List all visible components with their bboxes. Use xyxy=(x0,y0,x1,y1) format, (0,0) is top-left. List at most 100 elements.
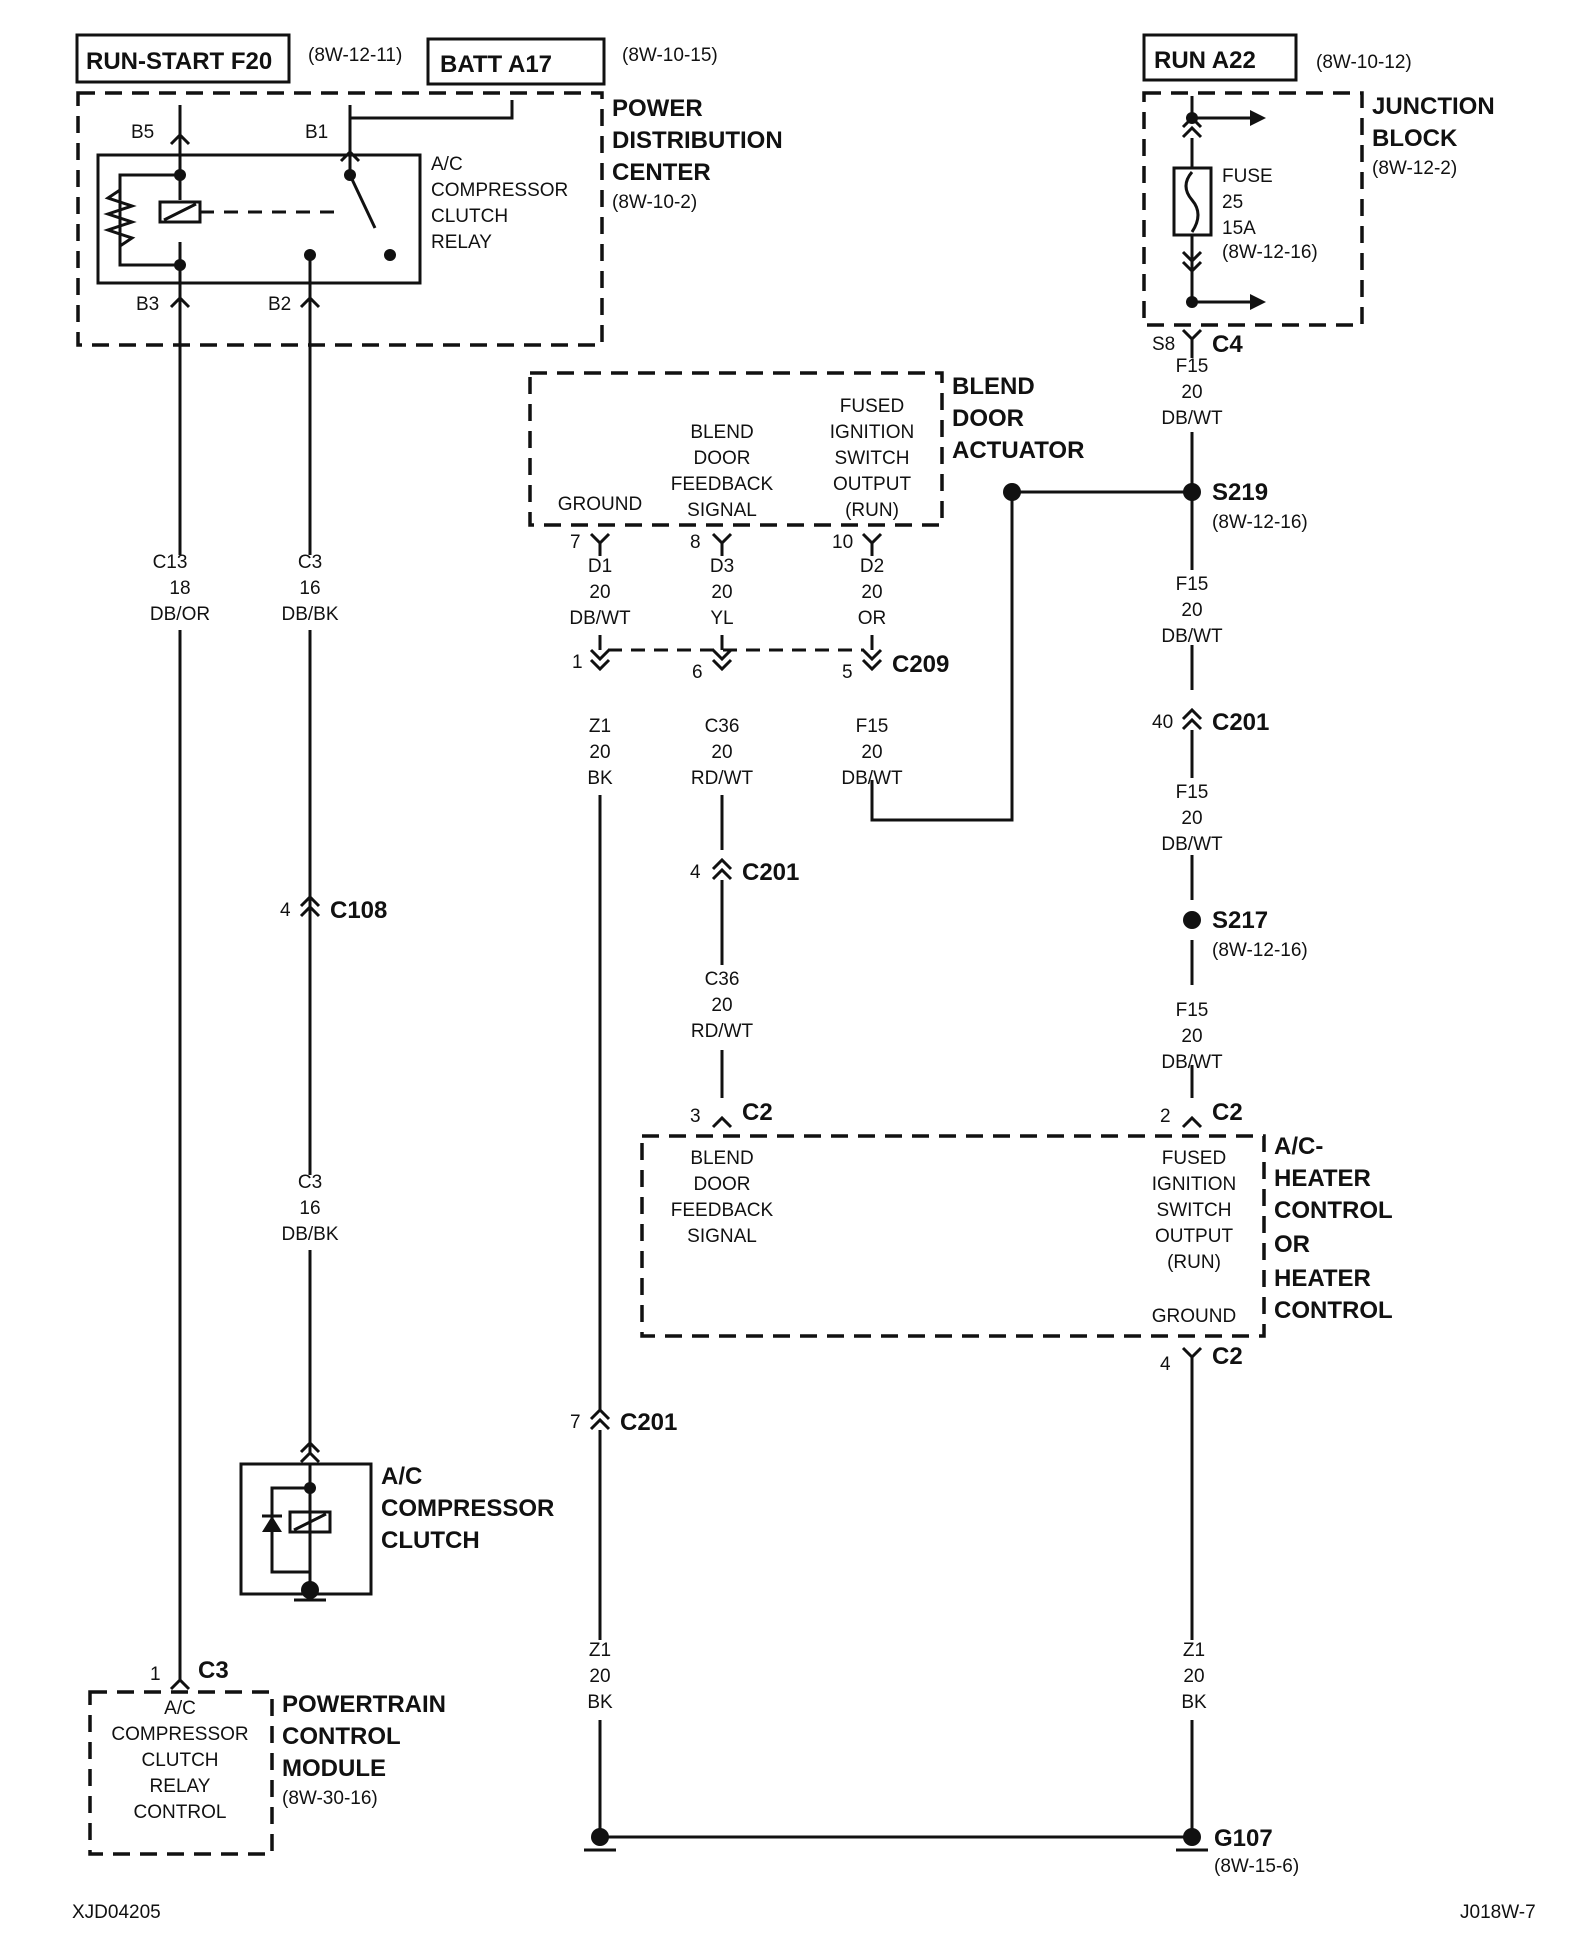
run-start-ref: (8W-12-11) xyxy=(308,45,402,66)
svg-text:BK: BK xyxy=(587,1692,613,1713)
svg-text:25: 25 xyxy=(1222,192,1243,213)
c2-label-right: C2 xyxy=(1212,1099,1243,1126)
svg-text:5: 5 xyxy=(842,662,853,683)
svg-text:20: 20 xyxy=(1181,382,1202,403)
svg-text:C13: C13 xyxy=(153,552,188,573)
c3-label: C3 xyxy=(198,1657,229,1684)
powertrain-control-module: 1 C3 A/C COMPRESSOR CLUTCH RELAY CONTROL… xyxy=(88,1657,446,1856)
svg-text:(8W-12-16): (8W-12-16) xyxy=(1212,940,1308,961)
c2-label-bottom: C2 xyxy=(1212,1343,1243,1370)
svg-text:20: 20 xyxy=(1181,808,1202,829)
svg-text:B3: B3 xyxy=(136,294,159,315)
svg-text:(8W-12-16): (8W-12-16) xyxy=(1212,512,1308,533)
svg-text:7: 7 xyxy=(570,1412,581,1433)
svg-text:F15: F15 xyxy=(1176,356,1209,377)
batt-ref: (8W-10-15) xyxy=(622,45,718,66)
svg-text:B2: B2 xyxy=(268,294,291,315)
c201-label-lower: C201 xyxy=(620,1409,677,1436)
svg-text:FEEDBACK: FEEDBACK xyxy=(671,1200,774,1221)
power-distribution-center: POWER DISTRIBUTION CENTER (8W-10-2) A/C … xyxy=(76,91,783,347)
svg-text:DISTRIBUTION: DISTRIBUTION xyxy=(612,127,783,154)
svg-text:DB/OR: DB/OR xyxy=(150,604,210,625)
svg-text:20: 20 xyxy=(861,582,882,603)
svg-text:CONTROL: CONTROL xyxy=(1274,1197,1393,1224)
run-start-label: RUN-START F20 xyxy=(86,48,272,75)
svg-text:A/C-: A/C- xyxy=(1274,1133,1323,1160)
c108-label: C108 xyxy=(330,897,387,924)
svg-text:RD/WT: RD/WT xyxy=(691,1021,754,1042)
run-label: RUN A22 xyxy=(1154,47,1256,74)
svg-text:BK: BK xyxy=(587,768,613,789)
svg-text:20: 20 xyxy=(589,582,610,603)
c201-label-right: C201 xyxy=(1212,709,1269,736)
svg-text:OR: OR xyxy=(858,608,887,629)
svg-text:20: 20 xyxy=(589,742,610,763)
svg-text:BLOCK: BLOCK xyxy=(1372,125,1458,152)
svg-text:A/C: A/C xyxy=(164,1698,196,1719)
svg-text:CLUTCH: CLUTCH xyxy=(141,1750,218,1771)
svg-text:RELAY: RELAY xyxy=(431,232,492,253)
svg-text:C3: C3 xyxy=(298,552,322,573)
svg-text:OUTPUT: OUTPUT xyxy=(1155,1226,1234,1247)
svg-text:HEATER: HEATER xyxy=(1274,1265,1371,1292)
svg-text:1: 1 xyxy=(150,1664,161,1685)
run-a22-box: RUN A22 xyxy=(1142,33,1298,82)
ac-heater-control: BLEND DOOR FEEDBACK SIGNAL FUSED IGNITIO… xyxy=(640,1133,1393,1338)
svg-text:A/C: A/C xyxy=(431,154,463,175)
svg-text:Z1: Z1 xyxy=(589,716,611,737)
svg-text:C36: C36 xyxy=(705,969,740,990)
svg-text:(8W-30-16): (8W-30-16) xyxy=(282,1788,378,1809)
svg-text:GROUND: GROUND xyxy=(558,494,642,515)
svg-text:SIGNAL: SIGNAL xyxy=(687,1226,757,1247)
ac-compressor-clutch: A/C COMPRESSOR CLUTCH xyxy=(239,1441,554,1602)
svg-text:10: 10 xyxy=(832,532,853,553)
svg-text:15A: 15A xyxy=(1222,218,1256,239)
svg-text:FUSE: FUSE xyxy=(1222,166,1273,187)
svg-text:BK: BK xyxy=(1181,1692,1207,1713)
svg-text:B5: B5 xyxy=(131,122,154,143)
svg-text:CLUTCH: CLUTCH xyxy=(431,206,508,227)
batt-a17-box: BATT A17 xyxy=(426,37,606,86)
c209-connector: 1 6 5 C209 xyxy=(572,635,949,683)
svg-text:20: 20 xyxy=(711,582,732,603)
svg-text:S217: S217 xyxy=(1212,907,1268,934)
svg-text:16: 16 xyxy=(299,1198,320,1219)
svg-text:D1: D1 xyxy=(588,556,612,577)
svg-text:4: 4 xyxy=(1160,1354,1171,1375)
svg-text:C3: C3 xyxy=(298,1172,322,1193)
svg-text:COMPRESSOR: COMPRESSOR xyxy=(111,1724,248,1745)
svg-text:BLEND: BLEND xyxy=(690,1148,753,1169)
svg-text:16: 16 xyxy=(299,578,320,599)
svg-text:FUSED: FUSED xyxy=(1162,1148,1226,1169)
svg-text:(8W-12-16): (8W-12-16) xyxy=(1222,242,1318,263)
svg-text:CLUTCH: CLUTCH xyxy=(381,1527,480,1554)
svg-text:3: 3 xyxy=(690,1106,701,1127)
batt-label: BATT A17 xyxy=(440,51,552,78)
svg-text:7: 7 xyxy=(570,532,581,553)
svg-text:C36: C36 xyxy=(705,716,740,737)
svg-text:F15: F15 xyxy=(1176,782,1209,803)
c201-label-mid: C201 xyxy=(742,859,799,886)
svg-text:YL: YL xyxy=(710,608,733,629)
run-start-f20-box: RUN-START F20 xyxy=(75,33,291,84)
svg-text:DB/WT: DB/WT xyxy=(1161,834,1223,855)
svg-text:DOOR: DOOR xyxy=(952,405,1024,432)
svg-text:DB/WT: DB/WT xyxy=(841,768,903,789)
svg-text:20: 20 xyxy=(711,995,732,1016)
svg-text:F15: F15 xyxy=(1176,1000,1209,1021)
svg-text:(RUN): (RUN) xyxy=(1167,1252,1221,1273)
svg-text:A/C: A/C xyxy=(381,1463,422,1490)
svg-text:20: 20 xyxy=(1181,1026,1202,1047)
svg-text:DB/WT: DB/WT xyxy=(569,608,631,629)
svg-text:20: 20 xyxy=(711,742,732,763)
relay-symbol xyxy=(103,100,514,345)
svg-text:RELAY: RELAY xyxy=(150,1776,211,1797)
s217-splice xyxy=(1183,911,1201,929)
svg-text:F15: F15 xyxy=(856,716,889,737)
svg-text:(8W-15-6): (8W-15-6) xyxy=(1214,1856,1299,1877)
svg-text:DOOR: DOOR xyxy=(694,448,751,469)
svg-text:S219: S219 xyxy=(1212,479,1268,506)
svg-text:CONTROL: CONTROL xyxy=(1274,1297,1393,1324)
svg-text:GROUND: GROUND xyxy=(1152,1306,1236,1327)
svg-text:MODULE: MODULE xyxy=(282,1755,386,1782)
